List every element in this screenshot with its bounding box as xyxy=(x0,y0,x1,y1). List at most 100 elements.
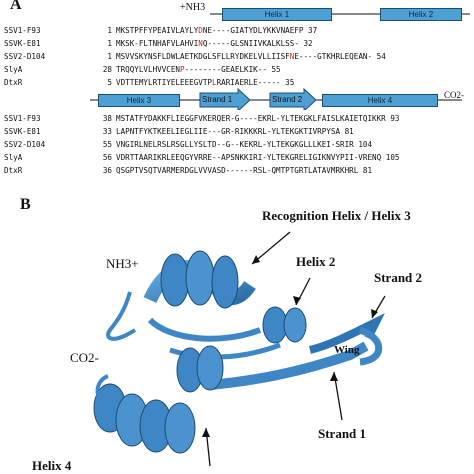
strand-1-label: Strand 1 xyxy=(202,95,233,104)
sequence-segment: TRQQYLVLHVVCEN xyxy=(116,65,181,74)
end-position: 32 xyxy=(298,39,313,48)
start-position: 55 xyxy=(102,140,112,149)
sequence-name: SSV2-D104 xyxy=(4,52,46,61)
alignment-row: SSV1-F93 38 MSTATFYDAKKFLIEGGFVKERQER-G---… xyxy=(4,112,399,125)
alignment-row: DtxR 5 VDTTEMYLRTIYELEEEGVTPLRARIAERLE----… xyxy=(4,76,386,89)
sequence-segment: LAPNTFYKTKEELIEGLIIE---GR-RIKKKRL-YLTEKG… xyxy=(116,127,341,136)
alignment-block-2: SSV1-F93 38 MSTATFYDAKKFLIEGGFVKERQER-G---… xyxy=(4,112,399,177)
end-position: 54 xyxy=(372,52,386,61)
end-position: 81 xyxy=(340,127,354,136)
end-position: 37 xyxy=(303,26,318,35)
sequence-segment: ----GLSNIIVKALKLSS- xyxy=(212,39,299,48)
end-position: 81 xyxy=(358,166,373,175)
helix-2-box: Helix 2 xyxy=(380,8,462,21)
end-position: 35 xyxy=(280,78,295,87)
end-position: 55 xyxy=(266,65,281,74)
alignment-row: SSV2-D104 1 MSVVSKYNSFLDWLAETKDGLSFLLRYDKE… xyxy=(4,50,386,63)
sequence-segment: MKSK-FLTNHAFVLAHVI xyxy=(116,39,199,48)
arrow-recognition-helix xyxy=(251,231,291,265)
end-position: 93 xyxy=(385,114,400,123)
conserved-residue: L xyxy=(212,78,217,87)
alignment-row: SSV1-F93 1 MKSTPFFYPEAIVLAYLYDNE----GIATYD… xyxy=(4,24,386,37)
label-cterm: CO2- xyxy=(70,350,99,365)
sequence-segment: ----GTKHRLEQEAN- xyxy=(298,52,373,61)
nterm-coil xyxy=(106,291,137,341)
start-position: 1 xyxy=(107,39,112,48)
sequence-name: SSV1-F93 xyxy=(4,114,41,123)
start-position: 36 xyxy=(102,166,112,175)
sequence-name: DtxR xyxy=(4,78,23,87)
helix-1-label: Helix 1 xyxy=(264,10,290,19)
end-position: 104 xyxy=(353,140,373,149)
label-strand-1: Strand 1 xyxy=(318,426,367,441)
sequence-name: SSVK-E81 xyxy=(4,39,41,48)
helix-1-ribbon xyxy=(176,345,224,393)
helix-4-ribbon xyxy=(93,383,196,454)
cterm-schematic-label: CO2- xyxy=(444,90,464,100)
start-position: 5 xyxy=(107,78,112,87)
alignment-row: SSVK-E81 1 MKSK-FLTNHAFVLAHVINQ-----GLSNII… xyxy=(4,37,386,50)
label-wing: Wing xyxy=(334,344,360,356)
sequence-segment: RARIAERLE----- xyxy=(216,78,281,87)
label-recognition-helix: Recognition Helix / Helix 3 xyxy=(262,208,411,223)
start-position: 1 xyxy=(107,26,112,35)
alignment-row: SlyA 56 VDRTTAARIKRLEEQGYVRRE--APSNKKIRI-Y… xyxy=(4,151,399,164)
sequence-segment: Q- xyxy=(202,39,213,48)
strand-2-ribbon xyxy=(308,313,385,354)
helix-4-box: Helix 4 xyxy=(322,94,438,107)
label-helix-4: Helix 4 xyxy=(32,458,72,473)
wing-turn xyxy=(358,326,383,366)
sequence-segment: VDRTTAARIKRLEEQGYVRRE--APSNKKIRI-YLTEKGR… xyxy=(116,153,382,162)
helix-3-box: Helix 3 xyxy=(98,94,180,107)
helix-3-label: Helix 3 xyxy=(126,96,152,105)
start-position: 1 xyxy=(107,52,112,61)
conserved-residue: N xyxy=(198,39,203,48)
sequence-name: SlyA xyxy=(4,65,23,74)
strand-2-arrow xyxy=(269,87,317,110)
sequence-name: SSV2-D104 xyxy=(4,140,46,149)
panel-a-label: A xyxy=(10,0,22,13)
end-position: 105 xyxy=(381,153,400,162)
sequence-name: SSVK-E81 xyxy=(4,127,41,136)
sequence-segment: VNGIRLNELRSLRSGLLYSLTD--G--KEKRL-YLTEKGK… xyxy=(116,140,354,149)
sequence-name: SlyA xyxy=(4,153,23,162)
start-position: 28 xyxy=(102,65,112,74)
sequence-segment: ----GIATYDLYKKVNAEFP xyxy=(212,26,304,35)
alignment-row: DtxR 36 QSGPTVSQTVARMERDGLVVVASD------RSL-… xyxy=(4,164,399,177)
conserved-residue: N xyxy=(289,52,295,61)
sequence-segment: --------GEAELKIK-- xyxy=(184,65,267,74)
panel-b-label: B xyxy=(20,196,31,213)
nterm-label: +NH3 xyxy=(180,2,206,13)
start-position: 56 xyxy=(102,153,112,162)
conserved-residue: D xyxy=(198,26,203,35)
helix-4-label: Helix 4 xyxy=(367,96,393,105)
sequence-name: SSV1-F93 xyxy=(4,26,41,35)
sequence-segment: MSTATFYDAKKFLIEGGFVKERQER-G----EKRL-YLTE… xyxy=(116,114,386,123)
label-strand-2: Strand 2 xyxy=(374,270,423,285)
helix-2-label: Helix 2 xyxy=(408,10,434,19)
alignment-row: SSVK-E81 33 LAPNTFYKTKEELIEGLIIE---GR-RIKK… xyxy=(4,125,399,138)
sequence-segment: NE xyxy=(202,26,213,35)
label-nterm: NH3+ xyxy=(106,256,139,271)
sequence-segment: QSGPTVSQTVARMERDGLVVVASD------RSL-QMTPTG… xyxy=(116,166,359,175)
helix-2-ribbon xyxy=(262,306,307,344)
cterm-coil xyxy=(95,374,109,401)
helix-1-box: Helix 1 xyxy=(222,8,332,21)
conserved-residue: P xyxy=(180,65,185,74)
strand-1-ribbon xyxy=(209,341,369,390)
sequence-segment: MSVVSKYNSFLDWLAETKDGLSFLLRYDKELVLLIISF xyxy=(116,52,290,61)
start-position: 33 xyxy=(102,127,112,136)
helix-3-ribbon xyxy=(143,250,256,309)
alignment-row: SSV2-D104 55 VNGIRLNELRSLRSGLLYSLTD--G--KE… xyxy=(4,138,399,151)
strand-1-arrow xyxy=(199,87,251,110)
sequence-segment: VDTTEMYLRTIYELEEEGVTP xyxy=(116,78,213,87)
sequence-segment: E xyxy=(294,52,299,61)
sequence-name: DtxR xyxy=(4,166,23,175)
start-position: 38 xyxy=(102,114,112,123)
label-helix-2: Helix 2 xyxy=(296,254,336,269)
sequence-segment: MKSTPFFYPEAIVLAYLY xyxy=(116,26,199,35)
strand-2-label: Strand 2 xyxy=(272,95,303,104)
